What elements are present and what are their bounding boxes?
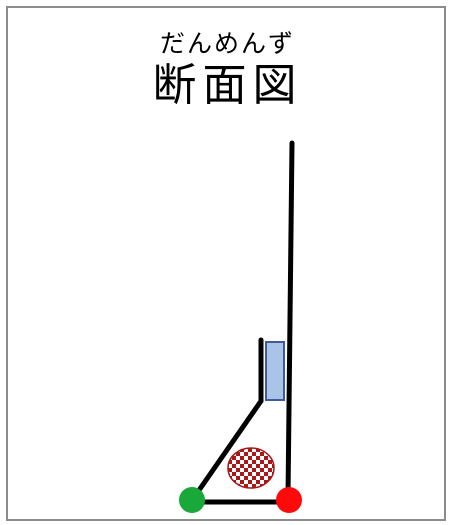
checkered-ball-icon (227, 447, 275, 489)
blue-panel (265, 341, 285, 401)
title-block: だんめんず 断面図 (0, 30, 455, 112)
page-title: 断面図 (152, 60, 303, 111)
right-wall-line (285, 140, 295, 499)
red-dot-icon (276, 487, 302, 513)
green-dot-icon (179, 487, 205, 513)
diagram-frame (6, 6, 446, 521)
diagonal-strut-line (192, 398, 264, 499)
title-ruby: だんめんず (159, 29, 295, 58)
